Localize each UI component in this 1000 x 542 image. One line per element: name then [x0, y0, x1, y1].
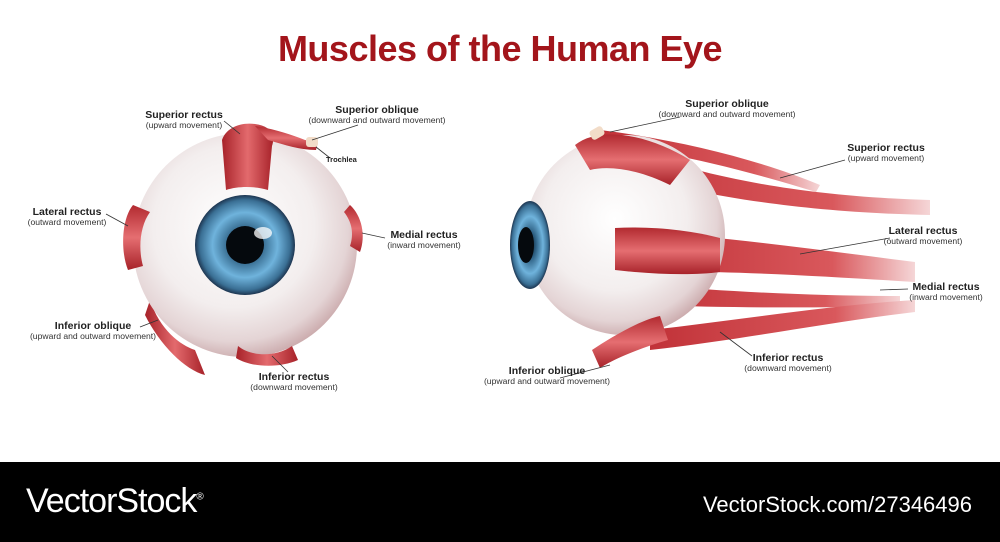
side-superior-rectus-muscle — [605, 140, 930, 215]
side-label-inferior-oblique: Inferior oblique (upward and outward mov… — [483, 365, 611, 387]
side-label-lateral-rectus: Lateral rectus (outward movement) — [883, 225, 963, 247]
front-medial-rectus-muscle — [344, 205, 363, 252]
image-url: VectorStock.com/27346496 — [702, 492, 972, 517]
side-superior-muscle-cap — [575, 134, 690, 185]
eye-muscles-illustration — [105, 116, 930, 379]
side-label-superior-rectus: Superior rectus (upward movement) — [847, 142, 925, 164]
front-eye — [123, 123, 363, 375]
front-label-superior-oblique: Superior oblique (downward and outward m… — [308, 104, 446, 126]
front-superior-rectus-muscle — [222, 123, 274, 190]
side-pupil — [518, 227, 534, 263]
front-superior-oblique-muscle — [255, 126, 318, 150]
side-medial-rectus-muscle — [650, 285, 900, 308]
side-trochlea — [589, 126, 605, 140]
front-label-inferior-oblique: Inferior oblique (upward and outward mov… — [29, 320, 157, 342]
front-trochlea — [306, 137, 318, 147]
front-inferior-oblique-muscle — [145, 300, 205, 375]
front-inferior-rectus-muscle — [236, 346, 298, 366]
side-inferior-rectus-muscle — [650, 300, 915, 350]
brand-logo: VectorStock® — [26, 482, 204, 520]
leader-lines — [105, 116, 909, 379]
front-label-lateral-rectus: Lateral rectus (outward movement) — [27, 206, 107, 228]
front-label-medial-rectus: Medial rectus (inward movement) — [387, 229, 461, 251]
side-label-inferior-rectus: Inferior rectus (downward movement) — [744, 352, 832, 374]
page-title: Muscles of the Human Eye — [277, 28, 723, 69]
front-label-inferior-rectus: Inferior rectus (downward movement) — [250, 371, 338, 393]
side-inferior-oblique-muscle — [592, 316, 668, 368]
side-label-superior-oblique: Superior oblique (downward and outward m… — [658, 98, 796, 120]
side-lateral-muscle-cap — [615, 227, 720, 275]
front-pupil — [226, 226, 264, 264]
front-eye-highlight — [254, 227, 272, 239]
side-eye — [510, 126, 930, 368]
footer-bar: VectorStock® VectorStock.com/27346496 — [0, 462, 1000, 542]
front-lateral-rectus-muscle — [123, 205, 150, 270]
side-label-medial-rectus: Medial rectus (inward movement) — [909, 281, 983, 303]
front-label-trochlea: Trochlea — [326, 155, 357, 164]
front-label-superior-rectus: Superior rectus (upward movement) — [145, 109, 223, 131]
